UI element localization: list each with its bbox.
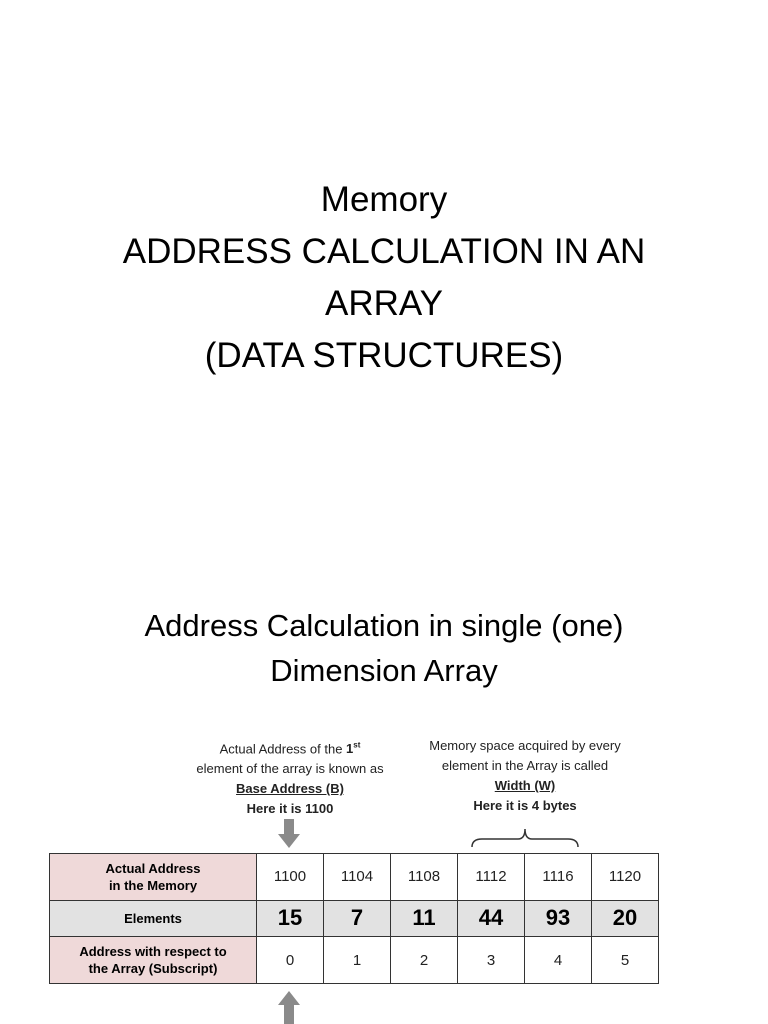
subscript-cell: 0 xyxy=(256,936,324,984)
width-note-line-2: element in the Array is called xyxy=(441,758,609,773)
table-row-elements: Elements 15 7 11 44 93 20 xyxy=(49,899,659,938)
table-row-addresses: Actual Address in the Memory 1100 1104 1… xyxy=(49,853,659,901)
base-address-value: Here it is 1100 xyxy=(246,801,334,817)
base-note-line-1: Actual Address of the 1st xyxy=(170,736,410,759)
width-value: Here it is 4 bytes xyxy=(473,798,577,813)
base-note-ordinal: 1st xyxy=(346,741,360,756)
subscript-cell: 5 xyxy=(591,936,659,984)
element-cell: 7 xyxy=(323,899,391,938)
base-address-term: Base Address (B) xyxy=(236,781,344,797)
curly-brace-icon xyxy=(471,828,579,848)
section-title: Address Calculation in single (one) Dime… xyxy=(0,603,768,693)
element-cell: 15 xyxy=(256,899,324,938)
subscript-cell: 2 xyxy=(390,936,458,984)
title-line-4: (DATA STRUCTURES) xyxy=(204,336,564,375)
address-cell: 1108 xyxy=(390,853,458,901)
elements-row-header: Elements xyxy=(49,899,257,938)
title-line-3: ARRAY xyxy=(325,284,443,323)
width-note-line-1: Memory space acquired by every xyxy=(429,738,621,753)
subscript-cell: 4 xyxy=(524,936,592,984)
element-cell: 20 xyxy=(591,899,659,938)
base-address-note: Actual Address of the 1st element of the… xyxy=(170,736,410,819)
address-cell: 1116 xyxy=(524,853,592,901)
title-line-1: Memory xyxy=(320,180,448,219)
address-cell: 1112 xyxy=(457,853,525,901)
element-cell: 11 xyxy=(390,899,458,938)
section-title-line-2: Dimension Array xyxy=(270,653,498,688)
section-title-line-1: Address Calculation in single (one) xyxy=(144,608,624,643)
element-cell: 93 xyxy=(524,899,592,938)
element-cell: 44 xyxy=(457,899,525,938)
width-note: Memory space acquired by every element i… xyxy=(405,736,645,816)
subscript-row-header: Address with respect to the Array (Subsc… xyxy=(49,936,257,984)
subscript-cell: 1 xyxy=(323,936,391,984)
slide-title: Memory ADDRESS CALCULATION IN AN ARRAY (… xyxy=(0,174,768,382)
address-cell: 1104 xyxy=(323,853,391,901)
address-cell: 1100 xyxy=(256,853,324,901)
memory-table: Actual Address in the Memory 1100 1104 1… xyxy=(49,853,659,984)
address-cell: 1120 xyxy=(591,853,659,901)
subscript-cell: 3 xyxy=(457,936,525,984)
arrow-down-icon xyxy=(278,819,300,848)
address-header-line-1: Actual Address xyxy=(105,860,201,876)
width-term: Width (W) xyxy=(494,778,556,793)
address-header-line-2: in the Memory xyxy=(108,877,198,893)
base-note-ordinal-suffix: st xyxy=(353,741,361,750)
title-line-2: ADDRESS CALCULATION IN AN xyxy=(122,232,646,271)
address-row-header: Actual Address in the Memory xyxy=(49,853,257,901)
subscript-header-line-1: Address with respect to xyxy=(79,944,227,960)
base-note-ordinal-number: 1 xyxy=(346,741,354,757)
table-row-subscripts: Address with respect to the Array (Subsc… xyxy=(49,936,659,984)
base-note-line-2: element of the array is known as xyxy=(196,761,384,777)
subscript-header-line-2: the Array (Subscript) xyxy=(88,961,218,977)
base-note-line-1-text: Actual Address of the xyxy=(219,741,347,757)
arrow-up-icon xyxy=(278,991,300,1024)
